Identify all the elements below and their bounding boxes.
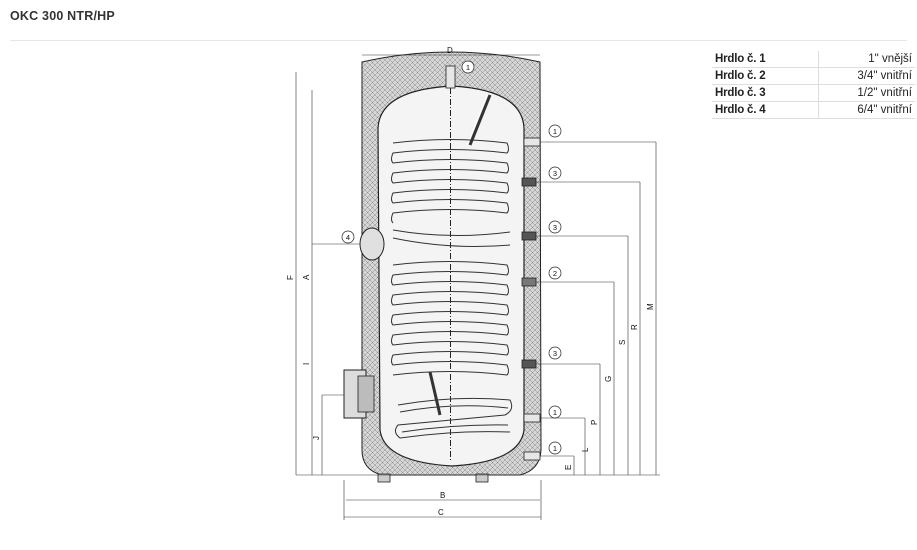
table-row: Hrdlo č. 3 1/2" vnitřní [712,84,915,102]
table-row: Hrdlo č. 4 6/4" vnitřní [712,101,915,119]
row-label: Hrdlo č. 3 [712,84,819,102]
dim-c: C [438,508,444,517]
port-4 [359,227,385,261]
row-value: 3/4" vnitřní [818,67,915,85]
callouts [341,60,562,455]
dim-j: J [312,436,321,440]
header-divider [10,40,907,41]
callout-r3: 3 [553,223,557,232]
callout-r2: 3 [553,169,557,178]
dim-l: L [581,447,590,452]
callout-labels: 1 1 3 3 2 3 1 1 4 [346,63,557,453]
callout-r4: 2 [553,269,557,278]
connection-spec-table: Hrdlo č. 1 1" vnější Hrdlo č. 2 3/4" vni… [712,51,915,119]
row-value: 1" vnější [818,51,915,68]
dim-b: B [440,491,445,500]
table-row: Hrdlo č. 2 3/4" vnitřní [712,67,915,85]
callout-top: 1 [466,63,470,72]
dim-f: F [286,275,295,280]
dim-i: I [302,363,311,365]
top-neck [445,65,456,89]
row-label: Hrdlo č. 4 [712,101,819,119]
dimension-labels: D F A I J M R S G P L E B C [286,46,655,517]
callout-r7: 1 [553,444,557,453]
dim-d: D [447,46,453,55]
dim-g: G [604,376,613,382]
lower-coil [394,371,513,439]
row-label: Hrdlo č. 2 [712,67,819,85]
row-label: Hrdlo č. 1 [712,51,819,68]
dimension-lines [295,54,660,520]
dim-m: M [646,303,655,310]
dim-s: S [618,340,627,345]
table-row: Hrdlo č. 1 1" vnější [712,51,915,68]
dim-p: P [590,420,599,425]
dim-r: R [630,324,639,330]
callout-left: 4 [346,233,350,242]
page-title: OKC 300 NTR/HP [10,9,115,23]
row-value: 1/2" vnitřní [818,84,915,102]
dim-a: A [302,274,311,280]
row-value: 6/4" vnitřní [818,101,915,119]
callout-r5: 3 [553,349,557,358]
upper-coil [391,139,511,376]
callout-r6: 1 [553,408,557,417]
callout-r1: 1 [553,127,557,136]
dim-e: E [564,465,573,470]
